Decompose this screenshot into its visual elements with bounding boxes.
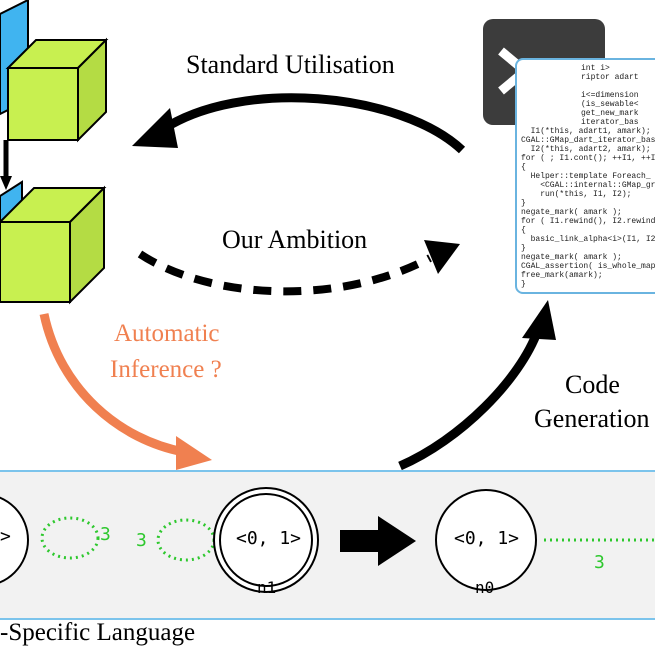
automatic-inference-label-line1: Automatic [114, 320, 220, 347]
code-line: } [521, 199, 526, 208]
code-line: basic_link_alpha<i>(I1, I2 [521, 235, 655, 244]
code-line: negate_mark( amark ); [521, 208, 622, 217]
cube-bottom [0, 180, 107, 305]
code-line: int i> [581, 64, 610, 73]
code-line: get_new_mark [581, 109, 639, 118]
code-line: (is_sewable< [581, 100, 639, 109]
graph-loop-left-label: 3 [100, 524, 111, 545]
cube-top [0, 0, 109, 143]
code-line: CGAL::GMap_dart_iterator_bas [521, 136, 655, 145]
graph-node-n1-label: <0, 1> [236, 528, 302, 549]
graph-loop-left [40, 516, 100, 560]
standard-utilisation-label: Standard Utilisation [186, 50, 395, 79]
code-line: CGAL_assertion( is_whole_map [521, 262, 655, 271]
dsl-graph [0, 487, 655, 593]
graph-node-n0 [435, 489, 537, 591]
code-line: I1(*this, adart1, amark); [521, 127, 651, 136]
graph-loop-right [156, 518, 216, 562]
code-line: for ( I1.rewind(), I2.rewind [521, 217, 655, 226]
cube-stack-illustration [0, 0, 109, 305]
code-generation-label-line2: Generation [534, 404, 650, 433]
our-ambition-arrow [137, 250, 432, 296]
code-line: riptor adart [581, 73, 639, 82]
graph-node-n0-name: n0 [475, 578, 495, 597]
dsl-caption: -Specific Language [0, 619, 196, 646]
code-snippet-box: int i>riptor adart i<=dimension(is_sewabl… [515, 58, 655, 294]
our-ambition-label: Our Ambition [222, 225, 368, 254]
graph-node-partial [0, 496, 29, 584]
code-line: } [521, 244, 526, 253]
code-line: run(*this, I1, I2); [521, 190, 632, 199]
code-line: <CGAL::internal::GMap_gr [521, 181, 655, 190]
code-line: { [521, 226, 526, 235]
code-generation-label-line1: Code [565, 370, 620, 399]
code-line: negate_mark( amark ); [521, 253, 622, 262]
graph-node-n1 [213, 487, 319, 593]
graph-loop-right-label: 3 [136, 530, 147, 551]
automatic-inference-label-line2: Inference ? [110, 356, 222, 383]
code-line: free_mark(amark); [521, 271, 603, 280]
code-line: I2(*this, adart2, amark); [521, 145, 651, 154]
automatic-inference-arrow [39, 313, 185, 457]
graph-transform-arrow [340, 530, 380, 552]
code-line: { [521, 163, 526, 172]
graph-edge-label: 3 [594, 552, 605, 573]
standard-utilisation-arrow [159, 93, 466, 154]
code-line: iterator_bas [581, 118, 639, 127]
graph-node-n0-label: <0, 1> [454, 528, 520, 549]
dsl-panel [0, 470, 655, 620]
code-line: i<=dimension [581, 91, 639, 100]
code-line: Helper::template Foreach_ [521, 172, 651, 181]
code-line: } [521, 280, 526, 289]
code-generation-arrow [398, 328, 543, 471]
graph-node-partial-label: > [0, 526, 11, 547]
code-line: for ( ; I1.cont(); ++I1, ++I [521, 154, 655, 163]
graph-node-n1-name: n1 [257, 578, 277, 597]
